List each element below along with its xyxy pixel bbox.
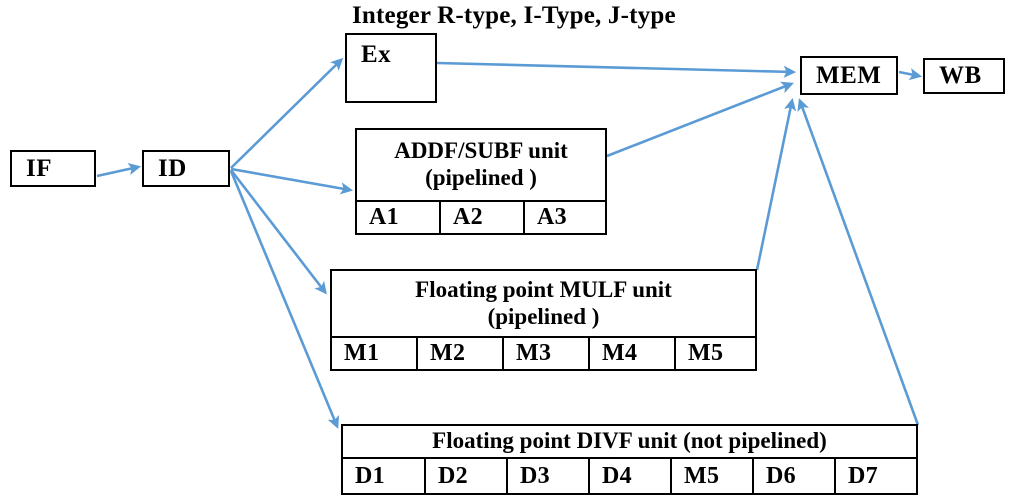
connector-divf-to-mem	[797, 98, 920, 426]
unit-cell-d1[interactable]: D1	[343, 459, 426, 493]
unit-cell-a3[interactable]: A3	[537, 204, 567, 230]
stage-label-if: IF	[26, 154, 52, 182]
unit-cell-m3[interactable]: M3	[504, 338, 590, 369]
unit-cells-mulf: M1 M2 M3 M4 M5	[332, 338, 755, 369]
connector-id-to-ex	[230, 57, 344, 169]
unit-header-addf: ADDF/SUBF unit (pipelined )	[357, 130, 605, 202]
stage-label-mem: MEM	[816, 61, 882, 89]
stage-label-wb: WB	[939, 62, 982, 89]
stage-box-if[interactable]: IF	[10, 150, 96, 187]
unit-box-mulf[interactable]: Floating point MULF unit (pipelined ) M1…	[330, 269, 757, 371]
connector-id-to-divf	[229, 170, 340, 429]
connector-mulf-to-mem	[755, 97, 797, 271]
unit-cell-m1[interactable]: M1	[332, 338, 418, 369]
unit-cell-a2[interactable]: A2	[441, 202, 525, 233]
unit-cell-d2[interactable]: D2	[426, 459, 508, 493]
unit-header-line: (pipelined )	[425, 165, 537, 190]
connector-id-to-addf	[230, 167, 354, 195]
stage-label-ex: Ex	[361, 41, 392, 68]
unit-header-line: Floating point DIVF unit (not pipelined)	[432, 428, 827, 454]
unit-box-addf[interactable]: ADDF/SUBF unit (pipelined ) A1 A2 A3	[355, 128, 607, 235]
unit-header-mulf: Floating point MULF unit (pipelined )	[332, 271, 755, 338]
stage-box-id[interactable]: ID	[142, 150, 230, 187]
stage-box-mem[interactable]: MEM	[800, 56, 898, 95]
connector-ex-to-mem	[436, 61, 797, 78]
page-title: Integer R-type, I-Type, J-type	[352, 2, 676, 29]
stage-box-wb[interactable]: WB	[923, 58, 1005, 94]
unit-header-line: (pipelined )	[487, 303, 600, 329]
unit-cell-d7[interactable]: D7	[848, 462, 878, 489]
unit-cells-addf: A1 A2 A3	[357, 202, 605, 233]
stage-label-id: ID	[158, 154, 187, 182]
unit-cell-d4[interactable]: D4	[590, 459, 672, 493]
unit-cell-a1[interactable]: A1	[357, 202, 441, 233]
connector-addf-to-mem	[606, 81, 794, 158]
unit-box-divf[interactable]: Floating point DIVF unit (not pipelined)…	[341, 424, 918, 495]
unit-cell-m2[interactable]: M2	[418, 338, 504, 369]
unit-cell-m5[interactable]: M5	[688, 340, 724, 366]
unit-cell-d3[interactable]: D3	[508, 459, 590, 493]
connector-id-to-mulf	[229, 169, 327, 295]
unit-header-divf: Floating point DIVF unit (not pipelined)	[343, 426, 916, 459]
unit-cells-divf: D1 D2 D3 D4 M5 D6 D7	[343, 459, 916, 493]
unit-cell-m4[interactable]: M4	[590, 338, 676, 369]
connector-mem-to-wb	[898, 68, 923, 81]
stage-box-ex[interactable]: Ex	[345, 33, 437, 103]
unit-header-line: ADDF/SUBF unit	[394, 138, 568, 164]
unit-cell-m5[interactable]: M5	[672, 459, 754, 493]
connector-if-to-id	[96, 163, 142, 178]
unit-cell-d6[interactable]: D6	[754, 459, 836, 493]
unit-header-line: Floating point MULF unit	[415, 276, 672, 302]
